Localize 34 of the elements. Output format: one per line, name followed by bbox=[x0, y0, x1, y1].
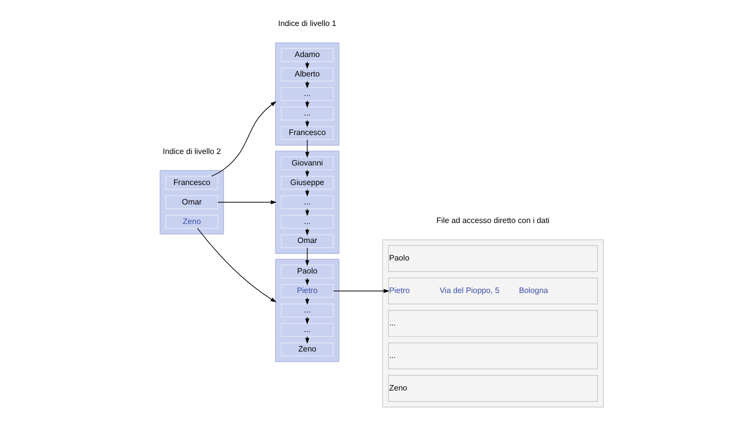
node-box: Francesco bbox=[280, 126, 334, 140]
node-box: Zeno bbox=[388, 375, 598, 402]
node-box: ... bbox=[280, 106, 334, 120]
cluster bbox=[274, 42, 339, 146]
node-box: ... bbox=[388, 310, 598, 337]
node-box: Pietro bbox=[280, 284, 334, 298]
label: Indice di livello 2 bbox=[162, 146, 220, 156]
label: Indice di livello 1 bbox=[278, 19, 336, 28]
arrow bbox=[304, 248, 309, 266]
cluster bbox=[159, 170, 224, 234]
node-box: ... bbox=[280, 304, 334, 318]
node-box: Zeno bbox=[280, 342, 334, 356]
node-box: Omar bbox=[280, 234, 334, 248]
node-box: ... bbox=[280, 214, 334, 229]
arrow bbox=[304, 139, 309, 158]
node-box: Francesco bbox=[165, 176, 218, 190]
node-box: ... bbox=[388, 342, 598, 370]
node-box: Alberto bbox=[280, 68, 334, 82]
node-box: ... bbox=[280, 87, 334, 101]
node-box: Giovanni bbox=[280, 156, 334, 170]
node-box: ... bbox=[280, 323, 334, 337]
node-box: Giuseppe bbox=[280, 176, 334, 190]
node-box: Omar bbox=[165, 195, 218, 210]
arrow bbox=[332, 288, 389, 293]
arrow bbox=[210, 101, 276, 177]
node-box: Paolo bbox=[388, 245, 598, 272]
label: File ad accesso diretto con i dati bbox=[436, 216, 550, 226]
node-box: Adamo bbox=[280, 48, 334, 62]
node-box: Paolo bbox=[280, 264, 334, 278]
node-box: ... bbox=[280, 195, 334, 210]
node-box: Zeno bbox=[165, 214, 218, 229]
arrow bbox=[196, 228, 276, 302]
arrow bbox=[217, 200, 276, 204]
node-box: Pietro Via del Pioppo, 5 Bologna bbox=[388, 278, 598, 304]
